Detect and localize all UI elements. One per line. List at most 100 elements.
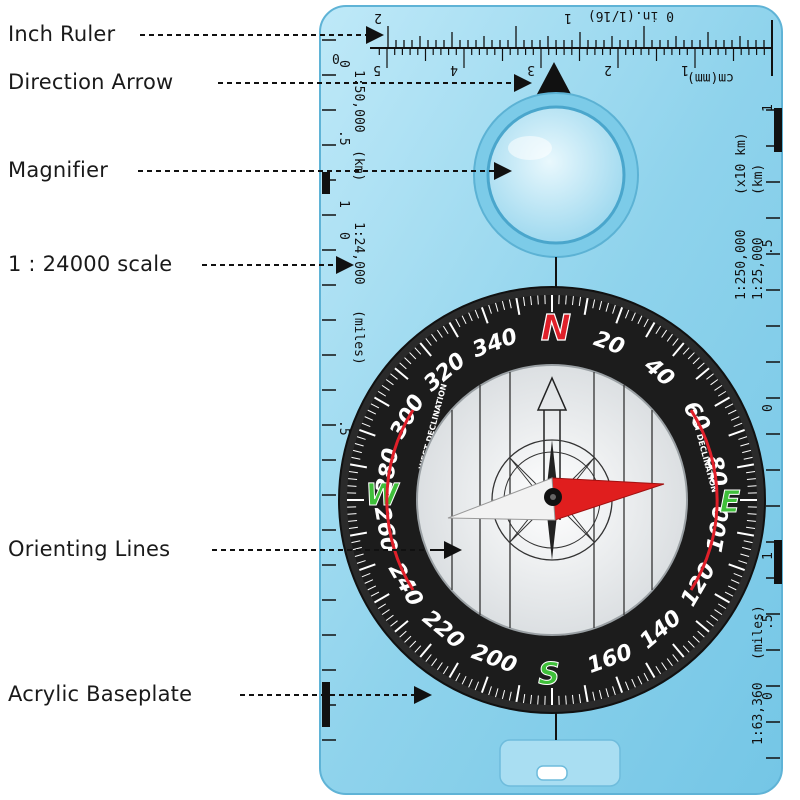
compass-needle (447, 477, 665, 521)
bezel-tick (717, 603, 727, 610)
bezel-tick (530, 694, 533, 704)
bezel-tick (661, 329, 668, 338)
left-scale-50000: 1:50,000 (km) (322, 39, 366, 741)
right-mark-05b: .5 (761, 614, 776, 630)
bezel-tick (565, 295, 567, 305)
bezel-tick (461, 675, 467, 685)
bezel-tick (348, 526, 358, 530)
bezel-tick (522, 694, 526, 704)
bezel-tick (404, 635, 412, 643)
bezel-tick (598, 300, 603, 310)
bezel-tick (455, 318, 461, 328)
bezel-tick (385, 379, 394, 386)
bezel-tick (351, 456, 361, 460)
bezel-tick (530, 296, 533, 306)
right-scale-block (774, 108, 782, 152)
bezel-tick (515, 297, 521, 316)
cm-number-3: 3 (527, 62, 535, 77)
bezel-tick (695, 620, 710, 633)
bezel-tick (746, 519, 756, 522)
bezel-tick (367, 409, 377, 415)
bezel-tick (377, 603, 387, 610)
bezel-tick (714, 609, 723, 616)
bezel-tick (738, 560, 748, 564)
bezel-tick (431, 333, 438, 342)
bezel-tick (508, 691, 512, 701)
bezel-tick (480, 676, 489, 693)
bezel-tick (746, 526, 756, 530)
bezel-tick (672, 342, 685, 357)
bezel-tick (695, 367, 710, 380)
inch-number-1: 1 (564, 10, 572, 25)
bezel-tick (742, 449, 752, 454)
bezel-tick (717, 390, 727, 397)
bezel-tick (605, 302, 609, 312)
bezel-tick (661, 662, 668, 671)
cardinal-e: E (720, 485, 741, 520)
bezel-tick (612, 686, 616, 696)
bezel-tick (373, 396, 390, 407)
bezel-tick (738, 436, 748, 440)
bezel-tick (643, 672, 649, 682)
bezel-tick (404, 357, 412, 365)
left-mark-0: 0 (336, 60, 351, 68)
svg-text:(km): (km) (751, 164, 766, 195)
svg-text:(miles): (miles) (351, 310, 366, 365)
left-scale-block (322, 172, 330, 194)
bezel-tick (352, 546, 362, 551)
bezel-tick (743, 540, 753, 544)
bezel-tick (565, 695, 567, 705)
right-scale-250000: 1:250,000 (x10 km) 1:25,000 (km) (734, 108, 782, 759)
bezel-tick (637, 315, 643, 325)
bezel-tick (747, 513, 757, 515)
bezel-tick (347, 485, 357, 487)
bezel-tick (592, 691, 596, 701)
right-mark-0b: 0 (761, 692, 776, 700)
bezel-tick (381, 384, 390, 391)
right-mark-05: .5 (761, 239, 776, 255)
inch-label: 0 in.(1/16) (588, 8, 674, 23)
bezel-tick (522, 296, 526, 306)
left-mark-1: 1 (336, 200, 351, 208)
bezel-tick (727, 585, 737, 591)
cm-number-1: 1 (681, 62, 689, 77)
bezel-tick (728, 428, 745, 437)
bezel-tick (740, 553, 750, 557)
bezel-tick (448, 662, 459, 679)
bezel-tick (578, 296, 582, 306)
bezel-tick (425, 654, 432, 662)
lanyard-hole (536, 765, 568, 781)
bezel-tick (714, 396, 731, 407)
bezel-tick (474, 681, 480, 691)
bezel-tick (349, 531, 368, 537)
bezel-tick (672, 338, 679, 346)
bezel-tick (436, 662, 443, 671)
bezel-tick (359, 563, 376, 572)
bezel-tick (390, 373, 398, 380)
bezel-tick (425, 338, 432, 346)
cm-label: cm(mm) (687, 70, 734, 85)
left-mark-05: .5 (336, 130, 351, 146)
ruler-corner-zero: 0 (332, 53, 340, 68)
bezel-tick (612, 304, 616, 314)
bezel-tick (352, 449, 362, 454)
bezel-tick (730, 416, 740, 421)
callout-magnifier: Magnifier (8, 158, 109, 182)
bezel-tick (682, 347, 690, 355)
bezel-tick (724, 403, 734, 409)
bezel-tick (631, 312, 636, 322)
bezel-tick (367, 585, 377, 591)
bezel-tick (692, 357, 700, 365)
bezel-tick (356, 560, 366, 564)
bezel-tick (666, 333, 673, 342)
bezel-tick (488, 686, 492, 696)
bezel-tick (349, 463, 368, 469)
callout-orienting-lines: Orienting Lines (8, 537, 171, 561)
bezel-tick (436, 329, 443, 338)
bezel-tick (583, 297, 589, 316)
cardinal-w: W (365, 478, 400, 513)
bezel-tick (672, 654, 679, 662)
bezel-tick (598, 690, 603, 700)
left-scale-24000: 1:24,000 (miles) (351, 222, 366, 365)
